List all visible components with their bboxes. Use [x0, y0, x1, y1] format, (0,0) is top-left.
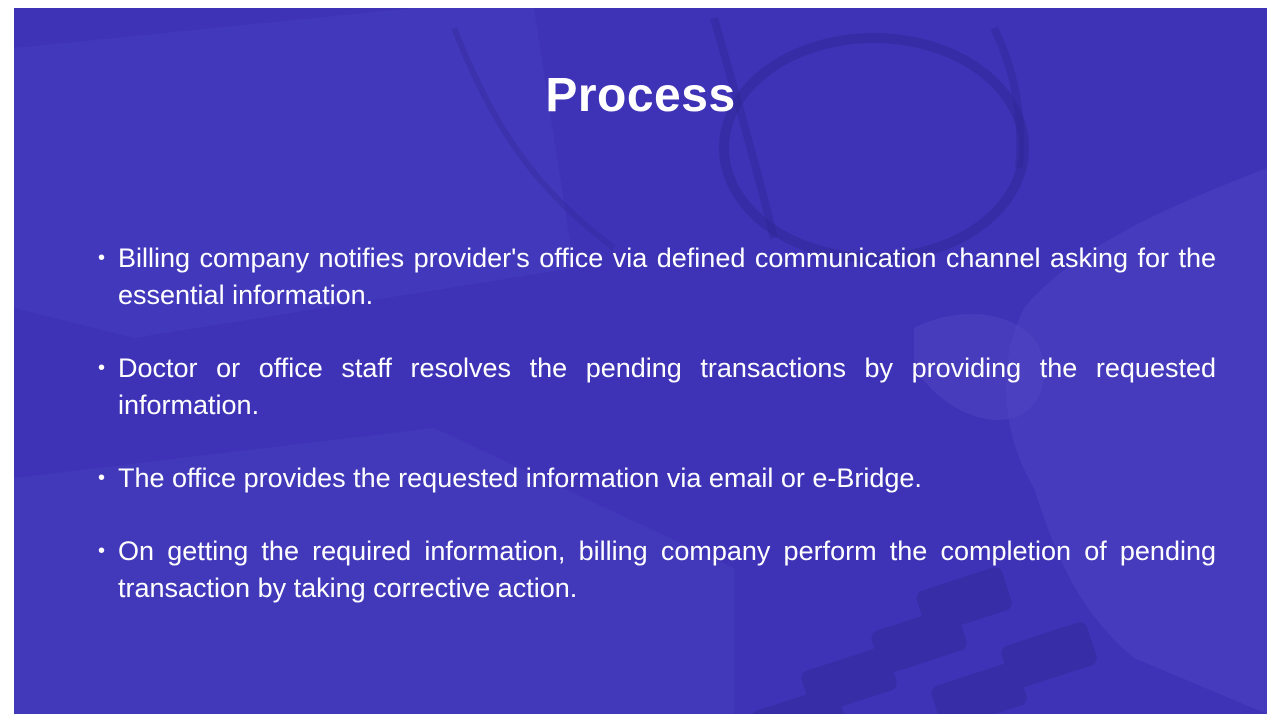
list-item: • On getting the required information, b…: [98, 533, 1216, 607]
slide-title: Process: [545, 69, 736, 122]
list-item: • Doctor or office staff resolves the pe…: [98, 350, 1216, 424]
slide: Process • Billing company notifies provi…: [14, 8, 1267, 714]
bullet-icon: •: [98, 247, 106, 269]
bullet-text: On getting the required information, bil…: [118, 536, 1216, 603]
bullet-icon: •: [98, 467, 106, 489]
bullet-text: The office provides the requested inform…: [118, 463, 922, 493]
list-item: • Billing company notifies provider's of…: [98, 240, 1216, 314]
bullet-icon: •: [98, 357, 106, 379]
bullet-text: Billing company notifies provider's offi…: [118, 243, 1216, 310]
list-item: • The office provides the requested info…: [98, 460, 1216, 497]
bullet-text: Doctor or office staff resolves the pend…: [118, 353, 1216, 420]
background-photo: [14, 8, 1267, 714]
bullet-icon: •: [98, 540, 106, 562]
bullet-list: • Billing company notifies provider's of…: [98, 240, 1216, 643]
